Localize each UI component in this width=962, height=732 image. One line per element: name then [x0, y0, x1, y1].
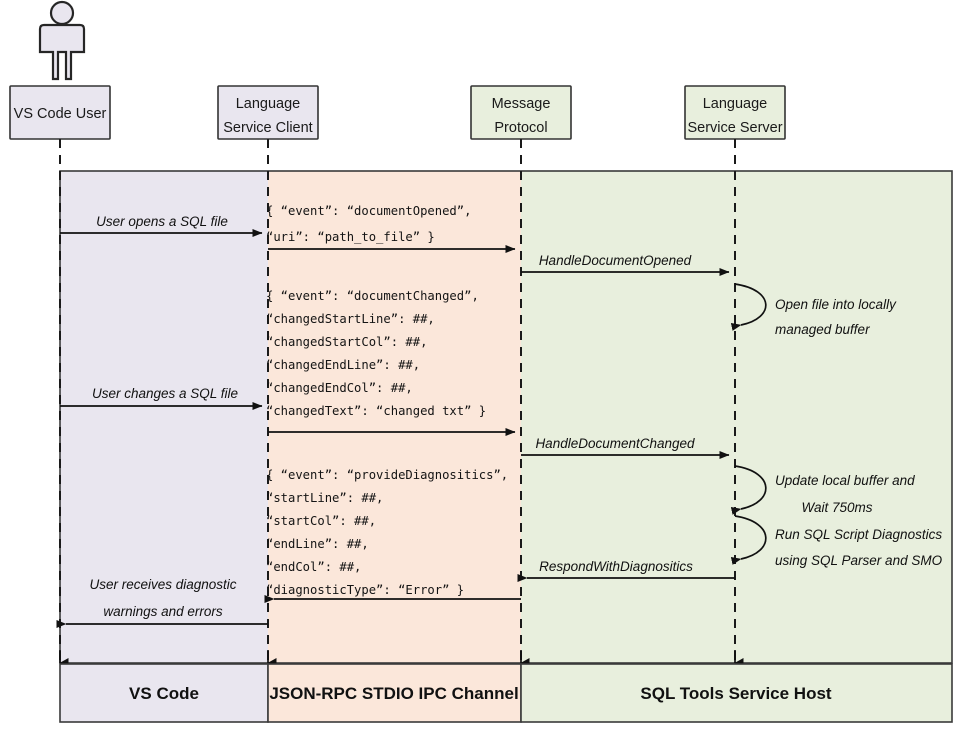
json-line: { “event”: “documentOpened”,: [266, 204, 471, 218]
lifeline-header-language-service-client: Language Service Client: [217, 85, 319, 140]
json-line: { “event”: “documentChanged”,: [266, 289, 479, 303]
json-line: { “event”: “provideDiagnositics”,: [266, 468, 508, 482]
message-respond-with-diagnositics: RespondWithDiagnositics: [517, 559, 735, 582]
json-line: “uri”: “path_to_file” }: [266, 230, 435, 244]
json-line: “changedEndLine”: ##,: [266, 358, 420, 372]
lifeline-header-message-protocol: Message Protocol: [470, 85, 572, 140]
message-handle-document-opened: HandleDocumentOpened: [521, 253, 730, 276]
footer-label-service-host: SQL Tools Service Host: [640, 684, 831, 703]
message-label-user-opens-sql-file: User opens a SQL file: [96, 214, 228, 229]
self-call-run-diagnostics: Run SQL Script Diagnostics using SQL Par…: [730, 515, 943, 568]
message-label-handle-document-changed: HandleDocumentChanged: [535, 436, 695, 451]
note-line: Wait 750ms: [801, 500, 872, 515]
message-handle-document-changed: HandleDocumentChanged: [521, 436, 730, 459]
footer-label-vs-code: VS Code: [129, 684, 199, 703]
json-line: “endLine”: ##,: [266, 537, 369, 551]
lifeline-label-vs-code-user: VS Code User: [14, 106, 107, 122]
message-label-user-receives-diagnostics-line2: warnings and errors: [103, 604, 223, 619]
footer-band-service-host: SQL Tools Service Host: [520, 663, 953, 723]
json-payload-provide-diagnositics: { “event”: “provideDiagnositics”, “start…: [266, 468, 508, 597]
lifeline-label-message-protocol-line1: Message: [492, 96, 551, 112]
note-line: Update local buffer and: [775, 473, 915, 488]
lifeline-header-vs-code-user: VS Code User: [9, 85, 111, 140]
json-payload-document-changed: { “event”: “documentChanged”, “changedSt…: [266, 289, 486, 418]
message-user-opens-sql-file: User opens a SQL file: [60, 214, 263, 237]
message-user-receives-diagnostics: User receives diagnostic warnings and er…: [56, 577, 268, 628]
lifeline-label-language-service-client-line2: Service Client: [223, 120, 312, 136]
band-service-host: [521, 171, 952, 663]
band-vs-code: [60, 171, 268, 663]
footer-band-ipc: JSON-RPC STDIO IPC Channel: [267, 663, 522, 723]
json-payload-document-opened: { “event”: “documentOpened”, “uri”: “pat…: [266, 204, 471, 244]
message-label-user-receives-diagnostics-line1: User receives diagnostic: [89, 577, 236, 592]
lifeline-label-language-service-server-line1: Language: [703, 96, 768, 112]
json-line: “changedText”: “changed txt” }: [266, 404, 486, 418]
message-label-respond-with-diagnositics: RespondWithDiagnositics: [539, 559, 693, 574]
json-line: “endCol”: ##,: [266, 560, 361, 574]
json-line: “startLine”: ##,: [266, 491, 383, 505]
lifeline-label-message-protocol-line2: Protocol: [494, 120, 547, 136]
note-line: Run SQL Script Diagnostics: [775, 527, 942, 542]
json-line: “changedStartCol”: ##,: [266, 335, 427, 349]
note-line: managed buffer: [775, 322, 870, 337]
lifeline-label-language-service-server-line2: Service Server: [687, 120, 782, 136]
message-label-handle-document-opened: HandleDocumentOpened: [539, 253, 692, 268]
vs-code-user-actor-icon: [38, 0, 86, 81]
json-line: “startCol”: ##,: [266, 514, 376, 528]
note-line: Open file into locally: [775, 297, 897, 312]
self-call-open-file: Open file into locally managed buffer: [730, 283, 897, 337]
note-line: using SQL Parser and SMO: [775, 553, 943, 568]
json-line: “changedEndCol”: ##,: [266, 381, 413, 395]
footer-label-ipc: JSON-RPC STDIO IPC Channel: [269, 684, 518, 703]
message-label-user-changes-sql-file: User changes a SQL file: [92, 386, 238, 401]
footer-band-vs-code: VS Code: [59, 663, 269, 723]
band-ipc: [268, 171, 521, 663]
json-line: “diagnosticType”: “Error” }: [266, 583, 464, 597]
lifeline-label-language-service-client-line1: Language: [236, 96, 301, 112]
self-call-update-buffer: Update local buffer and Wait 750ms: [730, 465, 915, 515]
lifeline-header-language-service-server: Language Service Server: [684, 85, 786, 140]
message-user-changes-sql-file: User changes a SQL file: [60, 386, 263, 410]
json-line: “changedStartLine”: ##,: [266, 312, 435, 326]
